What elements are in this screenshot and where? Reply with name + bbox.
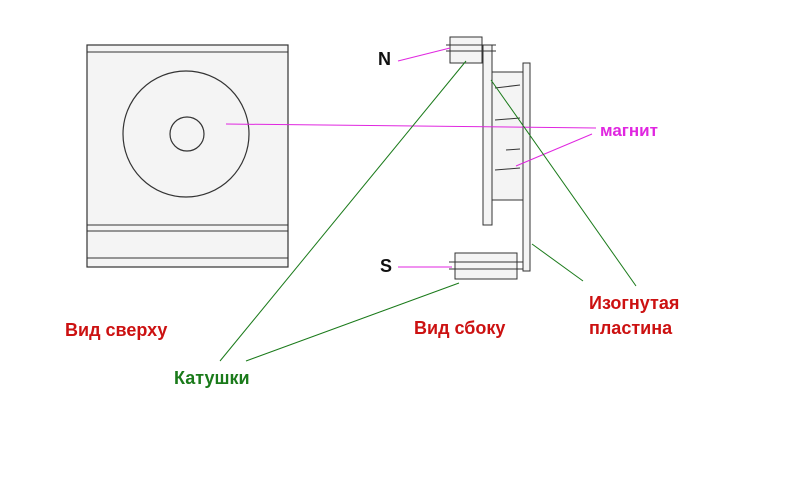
coils-leader-south: [245, 282, 460, 362]
coils-leader-north: [219, 60, 467, 362]
side-view-label: Вид сбоку: [414, 318, 505, 338]
green-leader-lines: [219, 60, 637, 362]
bent-plate-front: [482, 44, 493, 226]
magnet-layer-line: [494, 117, 521, 121]
top-view-device: [86, 44, 289, 268]
bent-plate-label-line1: Изогнутая: [589, 293, 679, 313]
top-view-magnet-center: [169, 116, 205, 152]
coil-south: [454, 252, 518, 280]
side-view-device: [446, 36, 531, 280]
bent-plate-label-line2: пластина: [589, 318, 673, 338]
magnet-leader-top-view: [225, 123, 597, 129]
magnet-layer-line: [505, 148, 521, 151]
magnet-leader-side-view: [515, 133, 593, 167]
south-pole-label: S: [380, 256, 392, 276]
top-view-label: Вид сверху: [65, 320, 167, 340]
side-view-magnet: [491, 71, 524, 201]
bent-plate-leader-front: [490, 79, 637, 287]
magnet-layer-line: [494, 84, 521, 89]
north-leader: [397, 47, 451, 62]
coil-north: [449, 36, 483, 64]
north-pole-label: N: [378, 49, 391, 69]
magnet-layer-line: [494, 167, 521, 171]
bent-plate-back: [522, 62, 531, 272]
coils-label: Катушки: [174, 368, 250, 388]
bent-plate-leader-back: [531, 243, 584, 282]
magnet-label: магнит: [600, 121, 658, 140]
magnet-leader-lines: [225, 47, 597, 268]
